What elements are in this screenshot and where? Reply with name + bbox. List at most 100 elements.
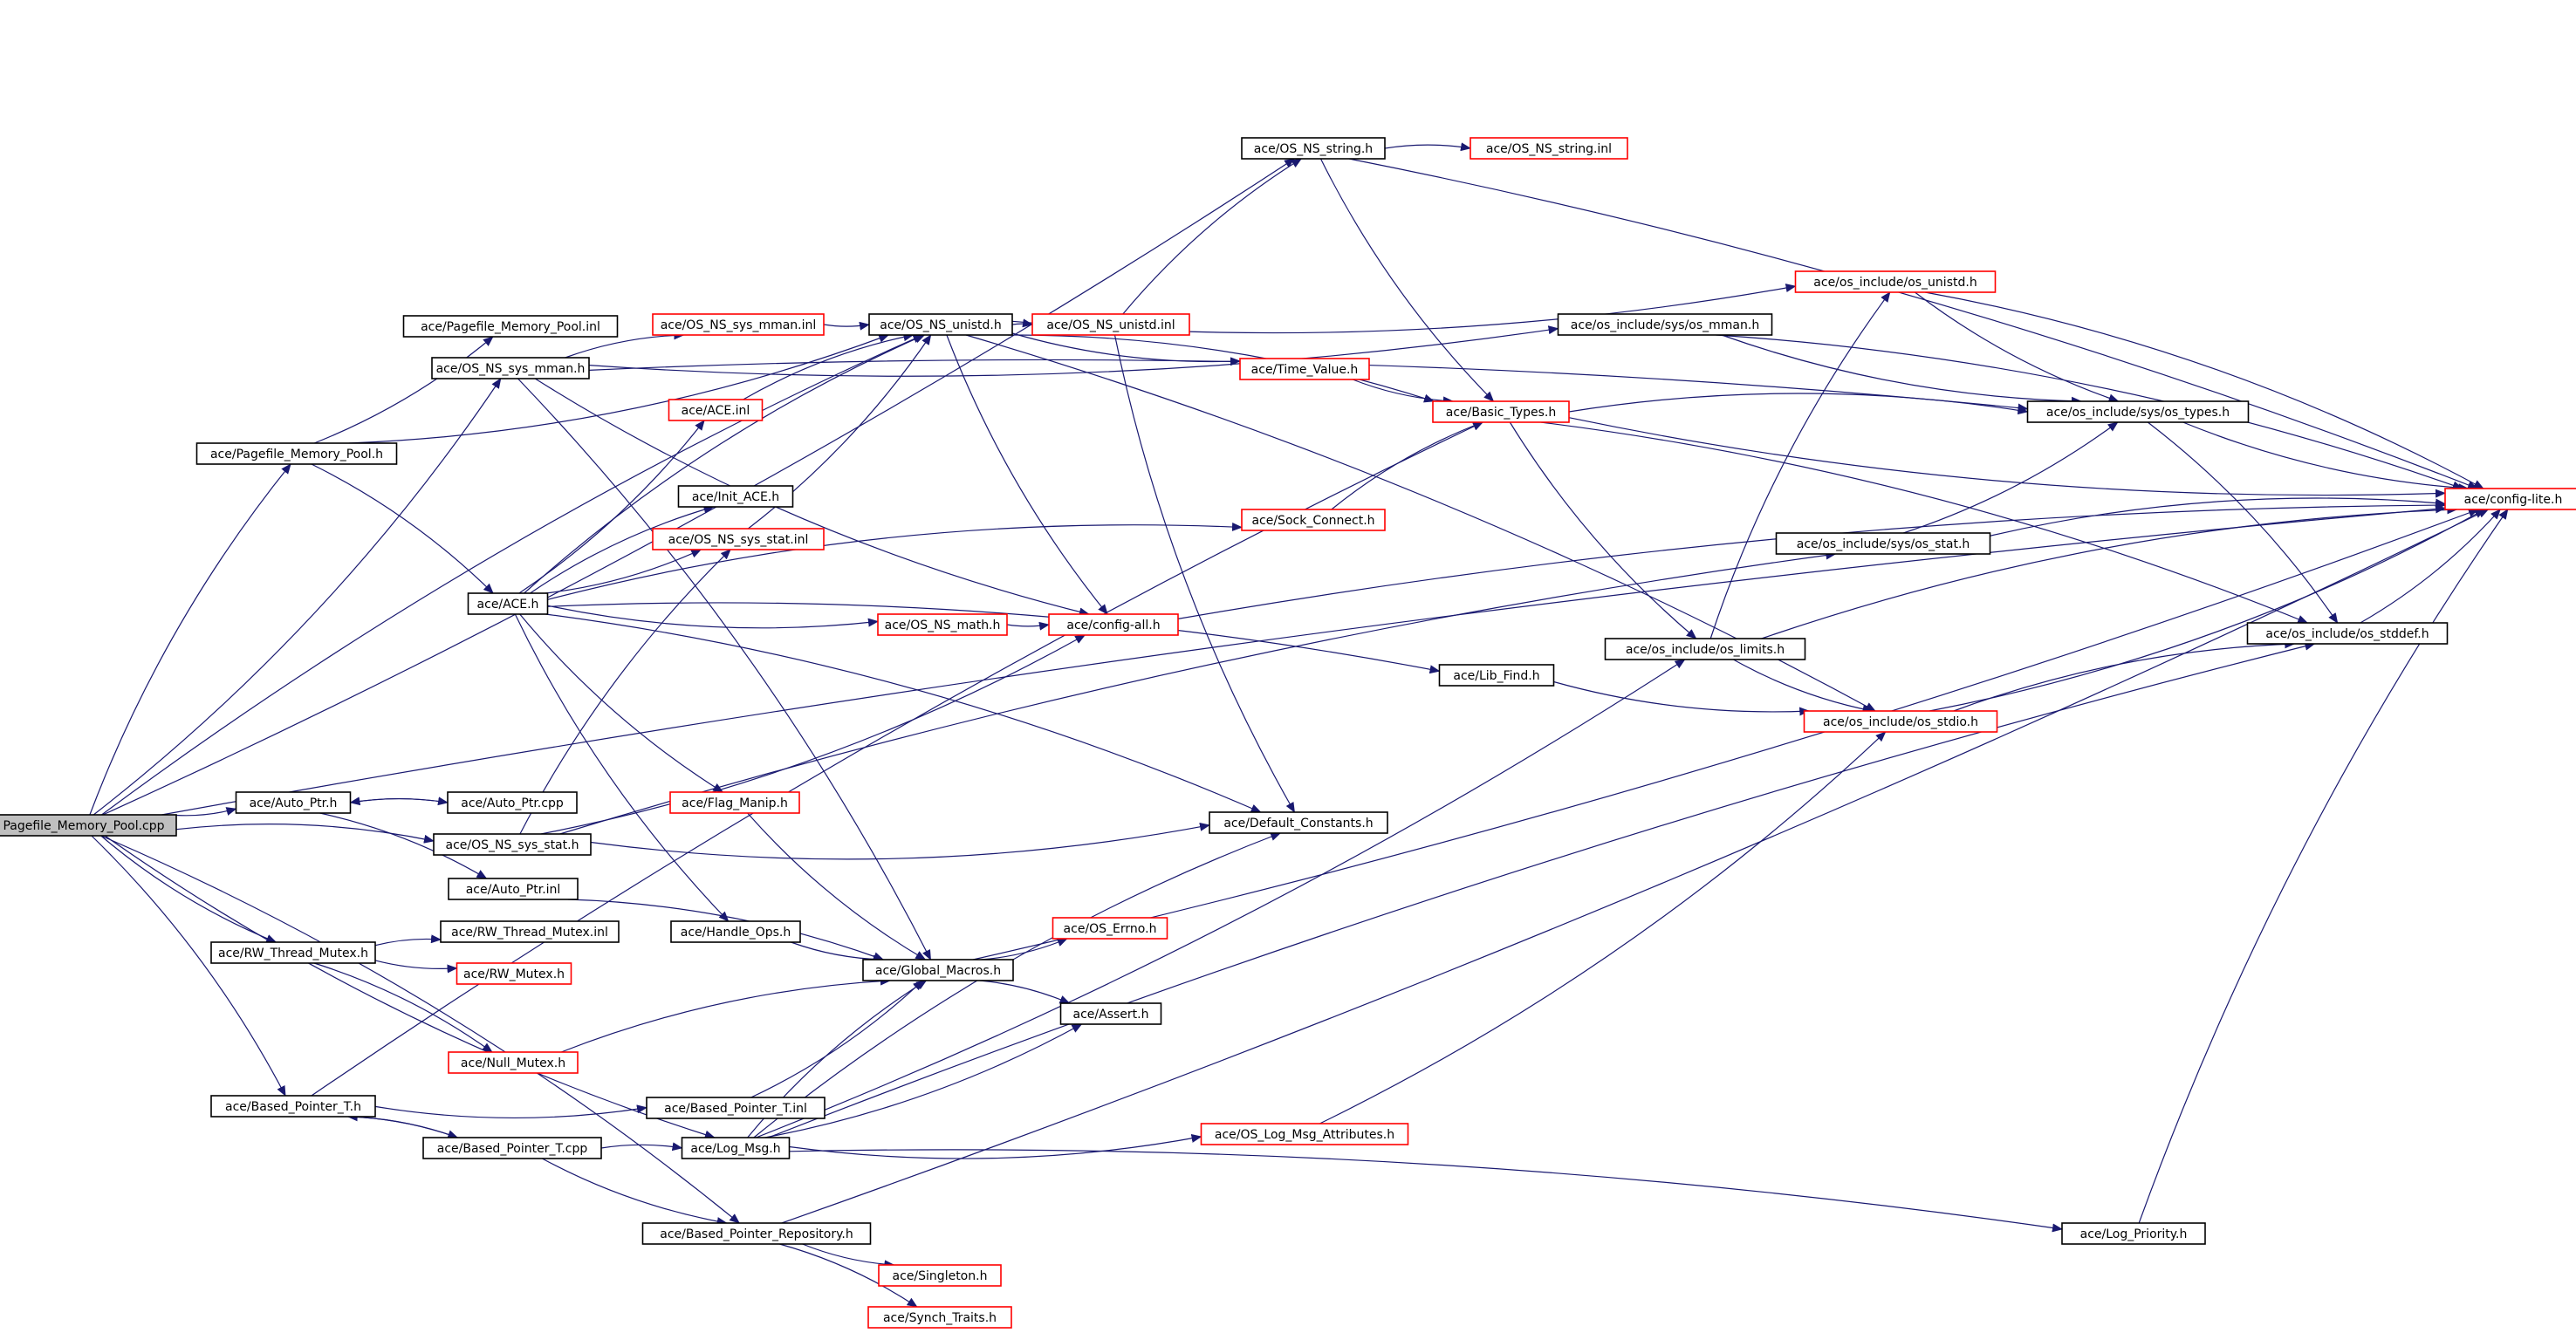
- node-null-mutex[interactable]: ace/Null_Mutex.h: [448, 1051, 579, 1074]
- node-bp-inl[interactable]: ace/Based_Pointer_T.inl: [646, 1097, 826, 1119]
- node-log-priority[interactable]: ace/Log_Priority.h: [2061, 1222, 2206, 1245]
- node-time-value[interactable]: ace/Time_Value.h: [1239, 358, 1370, 380]
- node-rw-mutex-inl[interactable]: ace/RW_Thread_Mutex.inl: [440, 920, 620, 943]
- node-string-inl[interactable]: ace/OS_NS_string.inl: [1470, 137, 1628, 160]
- edge-string-h-to-basic-types: [1319, 158, 1495, 402]
- node-basic-types[interactable]: ace/Basic_Types.h: [1432, 400, 1570, 423]
- node-singleton[interactable]: ace/Singleton.h: [878, 1264, 1002, 1287]
- node-box: [646, 1097, 826, 1119]
- edge-rw-mutex-h-to-rw-mutex-red: [374, 960, 458, 974]
- node-init-ace[interactable]: ace/Init_ACE.h: [677, 485, 794, 508]
- node-global-macros[interactable]: ace/Global_Macros.h: [862, 959, 1014, 981]
- node-box: [433, 833, 592, 856]
- edge-root-to-bp-h: [91, 835, 286, 1097]
- edge-root-to-sys-mman-h: [92, 378, 502, 816]
- node-auto-ptr-cpp[interactable]: ace/Auto_Ptr.cpp: [447, 791, 578, 814]
- edge-bp-cpp-to-log-msg: [600, 1142, 683, 1152]
- node-os-limits[interactable]: ace/os_include/os_limits.h: [1604, 638, 1806, 660]
- edge-unistd-inl-to-string-h: [1122, 158, 1303, 315]
- node-os-unistd[interactable]: ace/os_include/os_unistd.h: [1794, 270, 1997, 293]
- edge-handle-ops-to-global-macros: [791, 941, 884, 964]
- node-label: ace/os_include/os_stdio.h: [1823, 715, 1978, 729]
- node-default-const[interactable]: ace/Default_Constants.h: [1209, 811, 1388, 834]
- node-unistd-inl[interactable]: ace/OS_NS_unistd.inl: [1031, 313, 1190, 336]
- node-label: ace/OS_NS_string.inl: [1486, 142, 1612, 156]
- edge-sys-stat-h-to-default-const: [590, 822, 1210, 860]
- edge-auto-ptr-h-to-auto-ptr-inl: [319, 812, 488, 879]
- edges-layer: [89, 142, 2509, 1308]
- node-box: [2061, 1222, 2206, 1245]
- edge-rw-mutex-h-to-rw-mutex-inl: [374, 934, 442, 947]
- node-box: [447, 791, 578, 814]
- node-pmp-h[interactable]: ace/Pagefile_Memory_Pool.h: [195, 442, 398, 465]
- node-sys-mman-h[interactable]: ace/OS_NS_sys_mman.h: [431, 357, 590, 379]
- node-handle-ops[interactable]: ace/Handle_Ops.h: [670, 920, 801, 943]
- node-bp-h[interactable]: ace/Based_Pointer_T.h: [210, 1095, 376, 1118]
- edge-log-attrs-to-os-stdio: [1319, 731, 1887, 1125]
- node-sys-os-mman[interactable]: ace/os_include/sys/os_mman.h: [1557, 313, 1773, 336]
- node-pmp-inl[interactable]: ace/Pagefile_Memory_Pool.inl: [402, 315, 619, 338]
- node-box: [669, 791, 800, 814]
- node-box: [670, 920, 801, 943]
- node-box: [1048, 613, 1179, 636]
- node-label: ace/Auto_Ptr.inl: [466, 883, 561, 897]
- node-auto-ptr-inl[interactable]: ace/Auto_Ptr.inl: [448, 878, 579, 900]
- node-sys-os-stat[interactable]: ace/os_include/sys/os_stat.h: [1775, 532, 1991, 555]
- node-sys-stat-inl[interactable]: ace/OS_NS_sys_stat.inl: [652, 528, 825, 550]
- edge-ace-h-to-default-const: [545, 613, 1262, 813]
- node-log-attrs[interactable]: ace/OS_Log_Msg_Attributes.h: [1200, 1123, 1409, 1145]
- node-sock-connect[interactable]: ace/Sock_Connect.h: [1241, 509, 1386, 531]
- node-os-errno[interactable]: ace/OS_Errno.h: [1052, 917, 1168, 940]
- node-log-msg[interactable]: ace/Log_Msg.h: [681, 1137, 791, 1159]
- edge-global-macros-to-config-lite: [972, 509, 2479, 960]
- node-rw-mutex-h[interactable]: ace/RW_Thread_Mutex.h: [210, 941, 376, 964]
- node-config-lite[interactable]: ace/config-lite.h: [2444, 488, 2576, 510]
- node-os-stddef[interactable]: ace/os_include/os_stddef.h: [2246, 622, 2449, 645]
- node-box: [1803, 710, 1998, 733]
- edge-sys-stat-h-to-config-all: [540, 634, 1086, 835]
- node-synch-traits[interactable]: ace/Synch_Traits.h: [867, 1306, 1012, 1329]
- edge-bp-repo-to-singleton: [802, 1243, 895, 1269]
- edge-sys-mman-inl-to-unistd-h: [823, 321, 870, 331]
- edge-ace-h-to-unistd-h: [524, 334, 926, 594]
- node-label: ace/Log_Priority.h: [2080, 1227, 2188, 1241]
- node-sys-types[interactable]: ace/os_include/sys/os_types.h: [2026, 400, 2250, 423]
- node-box: [867, 1306, 1012, 1329]
- edge-sys-mman-h-to-config-all: [534, 378, 1090, 617]
- edge-pmp-h-to-unistd-h: [348, 334, 890, 444]
- node-label: ace/Default_Constants.h: [1223, 817, 1373, 831]
- node-ace-h[interactable]: ace/ACE.h: [467, 592, 549, 615]
- nodes-layer: Pagefile_Memory_Pool.cpp ace/Pagefile_Mem…: [0, 137, 2576, 1329]
- edge-sys-mman-h-to-sys-mman-inl: [565, 331, 685, 359]
- node-rw-mutex-red[interactable]: ace/RW_Mutex.h: [456, 962, 572, 985]
- node-lib-find[interactable]: ace/Lib_Find.h: [1438, 664, 1555, 687]
- node-label: Pagefile_Memory_Pool.cpp: [3, 819, 164, 833]
- edge-auto-ptr-inl-to-global-macros: [567, 899, 885, 960]
- node-math-h[interactable]: ace/OS_NS_math.h: [877, 613, 1008, 636]
- edge-pmp-h-to-pmp-inl: [313, 336, 494, 444]
- node-auto-ptr-h[interactable]: ace/Auto_Ptr.h: [235, 791, 352, 814]
- node-string-h[interactable]: ace/OS_NS_string.h: [1241, 137, 1386, 160]
- node-label: ace/Basic_Types.h: [1446, 406, 1556, 420]
- node-bp-repo[interactable]: ace/Based_Pointer_Repository.h: [641, 1222, 872, 1245]
- node-box: [668, 399, 764, 421]
- edge-log-msg-to-log-priority: [789, 1149, 2063, 1233]
- node-root[interactable]: Pagefile_Memory_Pool.cpp: [0, 814, 177, 837]
- node-label: ace/Lib_Find.h: [1453, 669, 1539, 683]
- node-bp-cpp[interactable]: ace/Based_Pointer_T.cpp: [422, 1137, 602, 1159]
- node-config-all[interactable]: ace/config-all.h: [1048, 613, 1179, 636]
- node-label: ace/os_include/sys/os_mman.h: [1571, 318, 1759, 332]
- edge-ace-h-to-math-h: [547, 605, 879, 629]
- node-sys-mman-inl[interactable]: ace/OS_NS_sys_mman.inl: [652, 313, 825, 336]
- edge-sys-os-mman-to-sys-types: [1721, 334, 2082, 406]
- node-sys-stat-h[interactable]: ace/OS_NS_sys_stat.h: [433, 833, 592, 856]
- node-ace-inl[interactable]: ace/ACE.inl: [668, 399, 764, 421]
- edge-null-mutex-to-global-macros: [560, 976, 891, 1053]
- edge-os-unistd-to-config-lite: [1924, 291, 2484, 489]
- node-flag-manip[interactable]: ace/Flag_Manip.h: [669, 791, 800, 814]
- edge-sys-types-to-os-stddef: [2147, 421, 2339, 624]
- node-os-stdio[interactable]: ace/os_include/os_stdio.h: [1803, 710, 1998, 733]
- node-unistd-h[interactable]: ace/OS_NS_unistd.h: [868, 313, 1013, 336]
- node-assert-h[interactable]: ace/Assert.h: [1059, 1002, 1162, 1025]
- node-label: ace/Pagefile_Memory_Pool.inl: [421, 320, 600, 334]
